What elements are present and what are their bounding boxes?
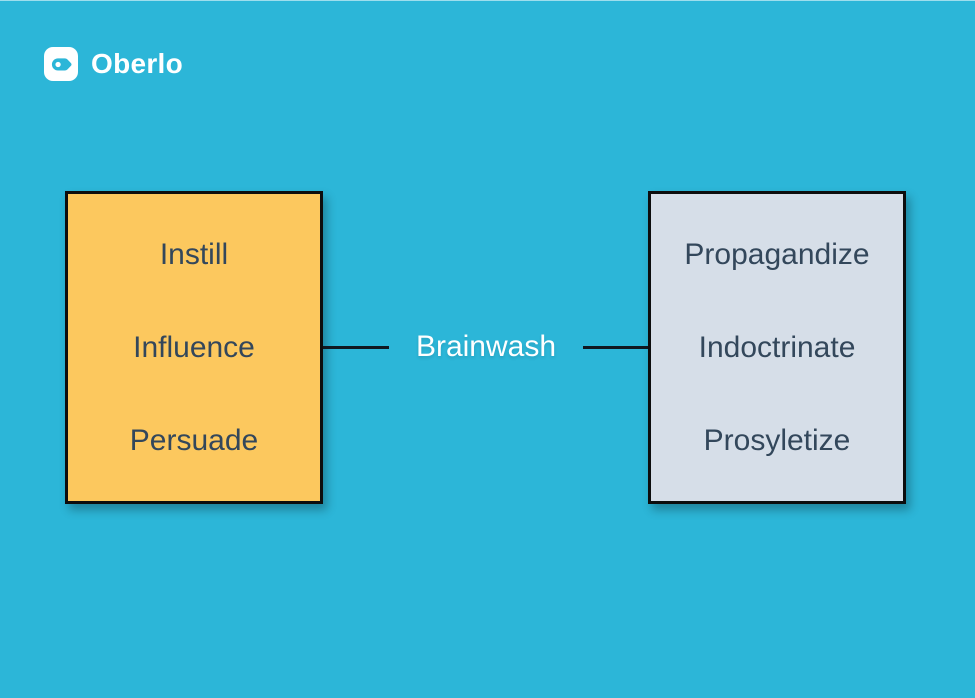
connector-line-right — [583, 346, 648, 349]
synonym-word: Indoctrinate — [698, 330, 856, 364]
connector-line-left — [323, 346, 389, 349]
synonym-word: Instill — [159, 237, 229, 271]
synonym-word: Persuade — [129, 423, 259, 457]
synonym-word: Prosyletize — [703, 423, 851, 457]
brand-name: Oberlo — [91, 48, 184, 79]
brand-logo: Oberlo — [44, 47, 183, 81]
center-word: Brainwash — [415, 330, 557, 363]
synonym-box-right: Propagandize Indoctrinate Prosyletize — [648, 191, 906, 504]
synonym-word: Propagandize — [684, 237, 870, 271]
tag-icon — [44, 47, 78, 81]
synonym-box-left: Instill Influence Persuade — [65, 191, 323, 504]
synonym-word: Influence — [133, 330, 255, 364]
